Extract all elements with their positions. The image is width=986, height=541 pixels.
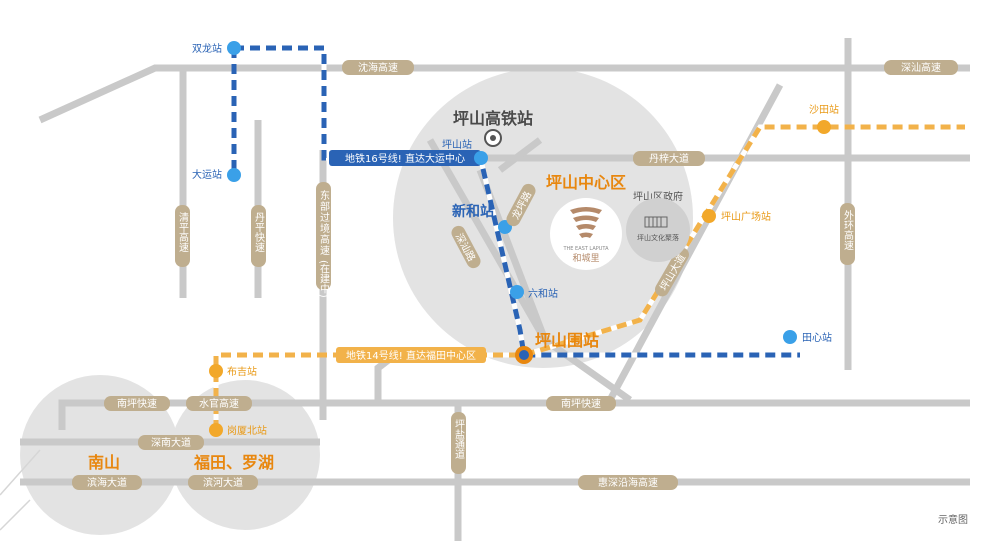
map-title: 坪山高铁站 bbox=[453, 109, 533, 128]
shatian-station-icon bbox=[817, 120, 831, 134]
binhai-label: 滨海大道 bbox=[87, 476, 127, 489]
nanping-east-label: 南坪快速 bbox=[561, 397, 601, 410]
futian-luohu-label: 福田、罗湖 bbox=[193, 453, 274, 472]
shenshan-label: 深汕高速 bbox=[901, 61, 941, 74]
gov-label: 坪山区政府 bbox=[633, 190, 683, 203]
highspeed-rail-icon bbox=[484, 129, 502, 147]
nanping-label: 南坪快速 bbox=[117, 397, 157, 410]
shuiguan-label: 水官高速 bbox=[199, 397, 239, 410]
pingshan-square-label: 坪山广场站 bbox=[721, 210, 771, 223]
line16-banner: 地铁16号线! 直达大运中心 bbox=[329, 150, 481, 166]
shatian-label: 沙田站 bbox=[809, 103, 839, 116]
liuhe-station-icon bbox=[510, 285, 524, 299]
building-icon bbox=[644, 216, 668, 228]
shuanglong-label: 双龙站 bbox=[192, 42, 222, 55]
line16-label: 地铁16号线! 直达大运中心 bbox=[345, 152, 465, 165]
binhe-label: 滨河大道 bbox=[203, 476, 243, 489]
futian-luohu-circle bbox=[170, 380, 320, 530]
xinhe-label: 新和站 bbox=[452, 203, 494, 220]
project-cn: 和城里 bbox=[572, 253, 599, 264]
pingshan-station-icon bbox=[474, 151, 488, 165]
project-en: THE EAST LAPUTA bbox=[562, 246, 609, 252]
danzi-label: 丹梓大道 bbox=[649, 152, 689, 165]
buji-station-icon bbox=[209, 364, 223, 378]
station-labels: 双龙站 大运站 坪山站 新和站 六和站 田心站 沙田站 坪山广场站 布吉站 岗厦… bbox=[192, 42, 839, 437]
buji-label: 布吉站 bbox=[227, 365, 257, 378]
tianxin-label: 田心站 bbox=[802, 331, 832, 344]
nanshan-label: 南山 bbox=[88, 453, 120, 472]
shennan-label: 深南大道 bbox=[151, 436, 191, 449]
pingshan-station-label: 坪山站 bbox=[442, 138, 472, 151]
shenhai-label: 沈海高速 bbox=[358, 61, 398, 74]
tianxin-station-icon bbox=[783, 330, 797, 344]
metro-station-icons bbox=[209, 41, 831, 437]
pingshan-center-circle bbox=[393, 68, 693, 368]
map-note: 示意图 bbox=[938, 513, 968, 526]
pingshanwei-label: 坪山围站 bbox=[535, 331, 599, 350]
culture-marker: 坪山文化聚落 bbox=[626, 198, 690, 262]
dongbu-label: 东部过境高速 bbox=[318, 189, 330, 256]
pingshan-square-station-icon bbox=[702, 209, 716, 223]
line14-label: 地铁14号线! 直达福田中心区 bbox=[346, 349, 476, 362]
qingping-label: 清平高速 bbox=[177, 211, 189, 252]
waihuan-label: 外环高速 bbox=[842, 210, 854, 250]
pingyan-label: 坪盐通道 bbox=[453, 418, 465, 459]
project-logo-icon bbox=[570, 207, 602, 238]
huishen-label: 惠深沿海高速 bbox=[598, 476, 658, 489]
dayun-label: 大运站 bbox=[192, 168, 222, 181]
liuhe-label: 六和站 bbox=[528, 287, 558, 300]
center-district-label: 坪山中心区 bbox=[546, 173, 626, 192]
gangxia-north-label: 岗厦北站 bbox=[227, 424, 267, 437]
line14-banner: 地铁14号线! 直达福田中心区 bbox=[336, 347, 486, 363]
dongbu-note: (在建中) bbox=[318, 260, 330, 298]
culture-label: 坪山文化聚落 bbox=[637, 233, 679, 242]
project-marker: THE EAST LAPUTA 和城里 bbox=[550, 198, 622, 270]
shuanglong-station-icon bbox=[227, 41, 241, 55]
dayun-station-icon bbox=[227, 168, 241, 182]
danping-label: 丹平快速 bbox=[253, 212, 265, 252]
gangxia-north-station-icon bbox=[209, 423, 223, 437]
